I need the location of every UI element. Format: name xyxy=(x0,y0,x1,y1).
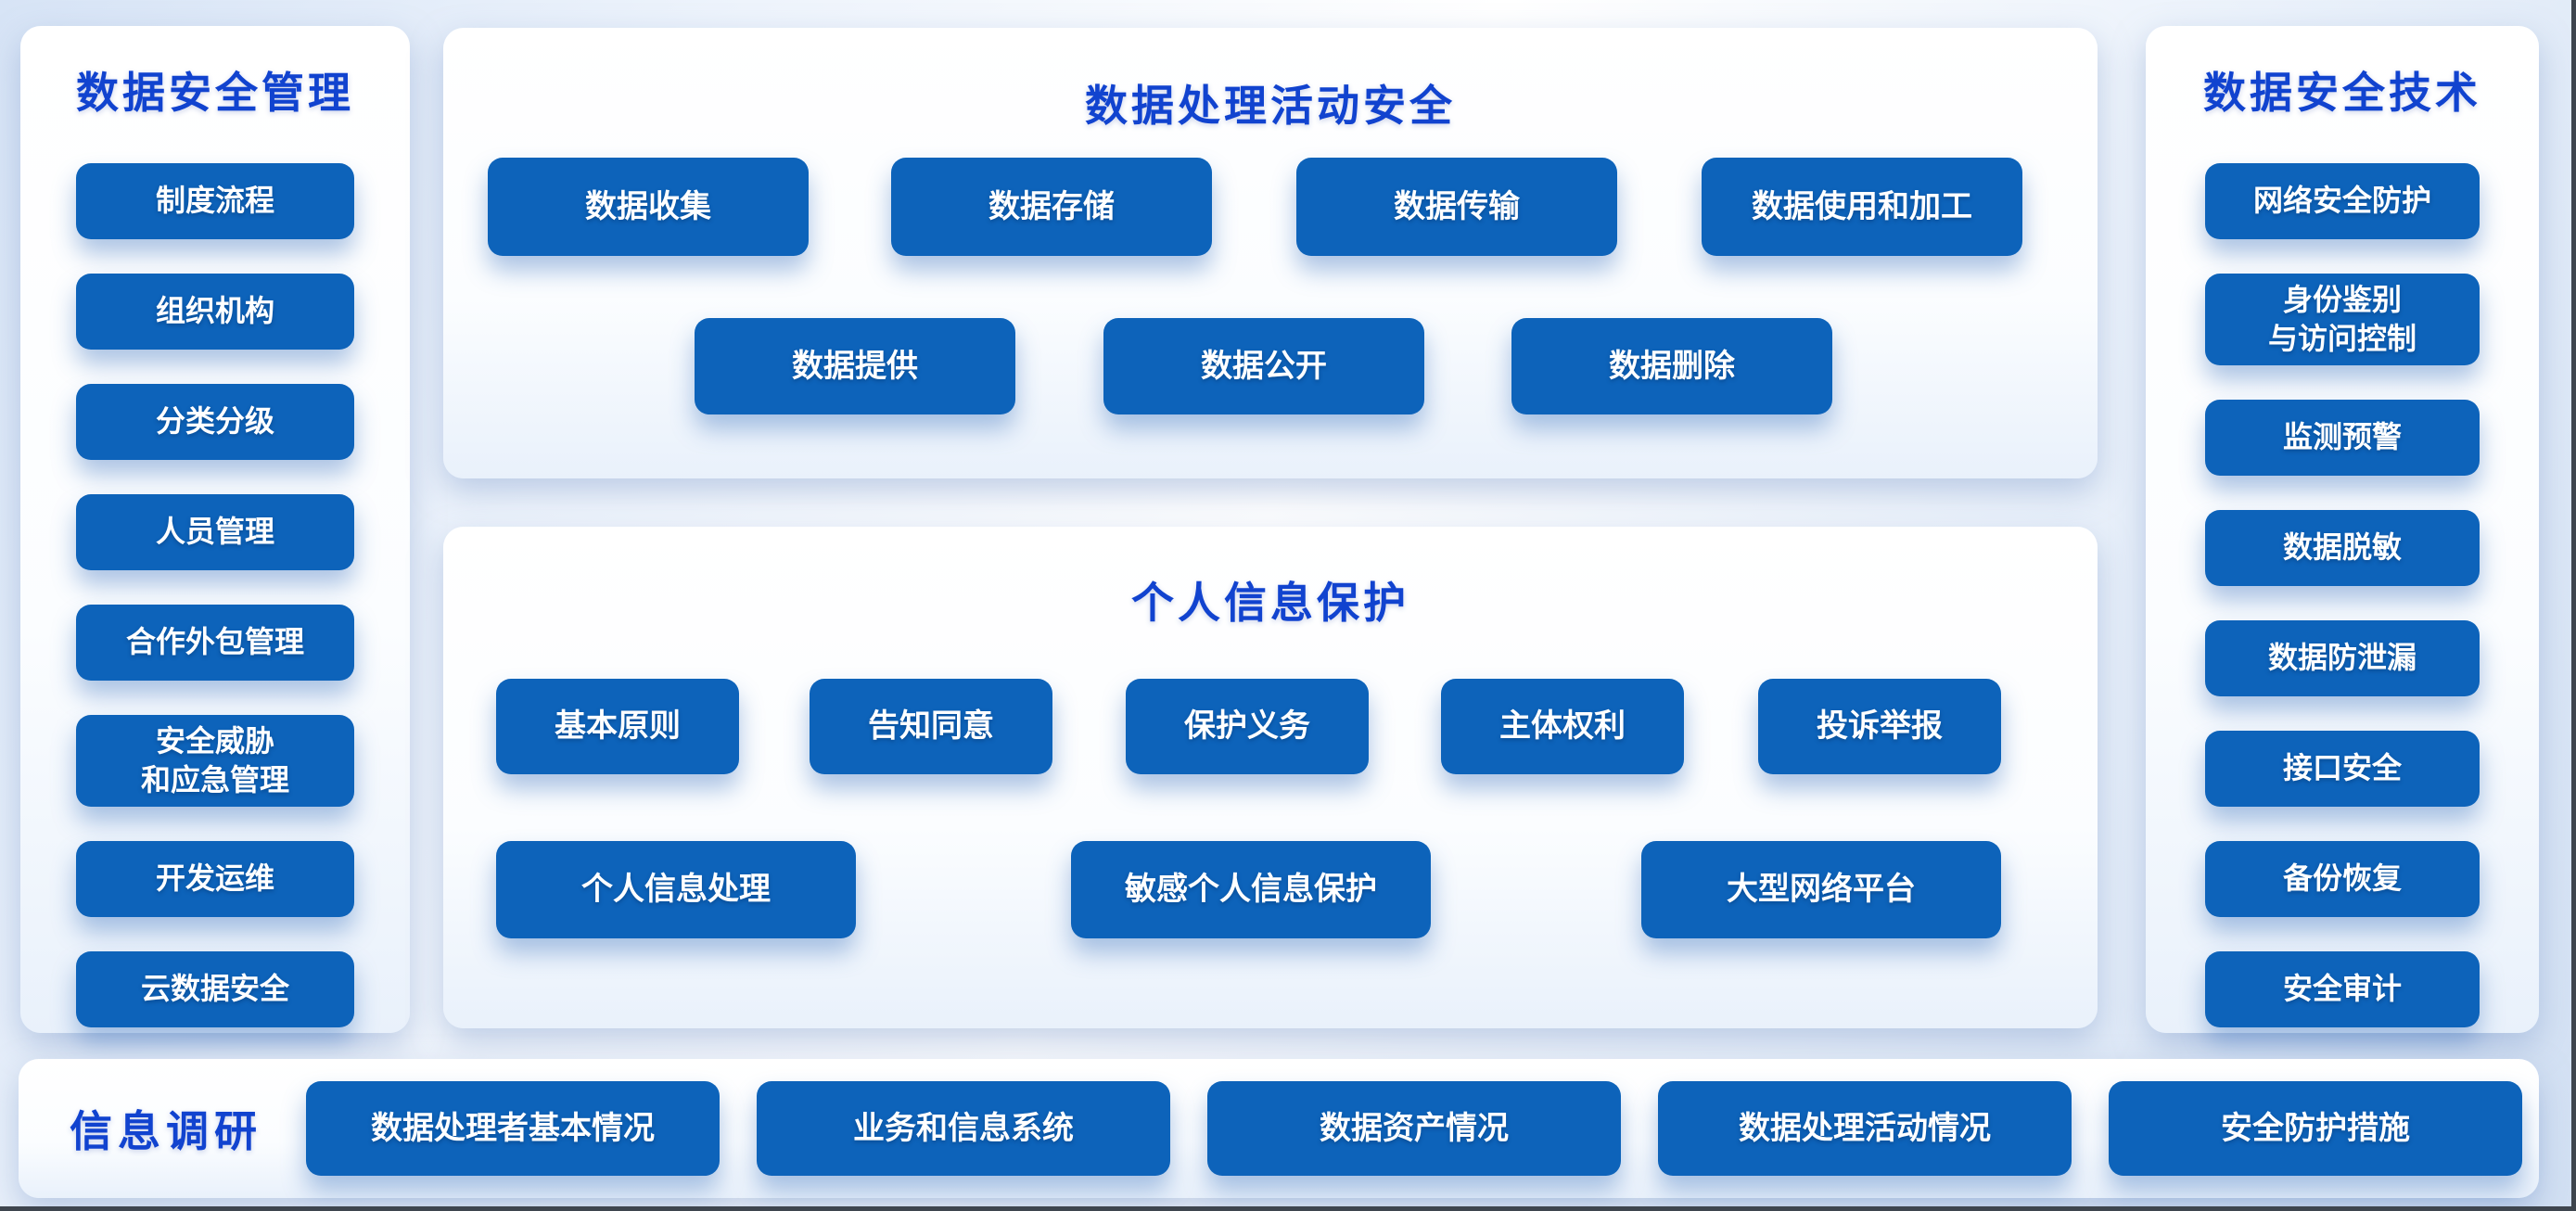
button-cloud-data-security[interactable]: 云数据安全 xyxy=(76,951,354,1028)
button-subject-rights[interactable]: 主体权利 xyxy=(1441,679,1684,774)
panel-title-data-security-management: 数据安全管理 xyxy=(76,69,354,117)
button-business-info-systems[interactable]: 业务和信息系统 xyxy=(757,1081,1170,1176)
button-basic-principles[interactable]: 基本原则 xyxy=(496,679,739,774)
button-data-asset-status[interactable]: 数据资产情况 xyxy=(1207,1081,1621,1176)
button-data-use-processing[interactable]: 数据使用和加工 xyxy=(1702,158,2022,256)
panel-personal-information-protection: 个人信息保护 基本原则 告知同意 保护义务 主体权利 投诉举报 个人信息处理 敏… xyxy=(443,527,2098,1028)
button-data-storage[interactable]: 数据存储 xyxy=(891,158,1212,256)
button-data-leak-prevention[interactable]: 数据防泄漏 xyxy=(2205,620,2480,697)
button-network-security-protection[interactable]: 网络安全防护 xyxy=(2205,163,2480,239)
button-interface-security[interactable]: 接口安全 xyxy=(2205,731,2480,808)
window-edge-right xyxy=(2571,0,2576,1211)
button-data-masking[interactable]: 数据脱敏 xyxy=(2205,510,2480,587)
button-personnel-management[interactable]: 人员管理 xyxy=(76,494,354,570)
button-security-protection-measures[interactable]: 安全防护措施 xyxy=(2109,1081,2522,1176)
panel-data-processing-activity-security: 数据处理活动安全 数据收集 数据存储 数据传输 数据使用和加工 数据提供 数据公… xyxy=(443,28,2098,478)
button-data-processing-activity-status[interactable]: 数据处理活动情况 xyxy=(1658,1081,2072,1176)
panel-title-data-processing-activity-security: 数据处理活动安全 xyxy=(1085,82,1456,130)
button-large-network-platform[interactable]: 大型网络平台 xyxy=(1641,841,2001,938)
button-personal-info-processing[interactable]: 个人信息处理 xyxy=(496,841,856,938)
panel-information-survey: 信息调研 数据处理者基本情况 业务和信息系统 数据资产情况 数据处理活动情况 安… xyxy=(19,1059,2539,1198)
button-data-processor-basic-info[interactable]: 数据处理者基本情况 xyxy=(306,1081,720,1176)
button-outsourcing-management[interactable]: 合作外包管理 xyxy=(76,605,354,681)
button-data-deletion[interactable]: 数据删除 xyxy=(1511,318,1832,414)
button-organization[interactable]: 组织机构 xyxy=(76,274,354,350)
button-data-provision[interactable]: 数据提供 xyxy=(695,318,1015,414)
panel-title-data-security-technology: 数据安全技术 xyxy=(2203,69,2481,117)
button-threat-emergency-management[interactable]: 安全威胁 和应急管理 xyxy=(76,715,354,808)
button-identity-access-control[interactable]: 身份鉴别 与访问控制 xyxy=(2205,274,2480,366)
panel-title-information-survey: 信息调研 xyxy=(70,1107,262,1155)
button-data-transmission[interactable]: 数据传输 xyxy=(1296,158,1617,256)
button-dev-ops[interactable]: 开发运维 xyxy=(76,841,354,918)
button-data-disclosure[interactable]: 数据公开 xyxy=(1103,318,1424,414)
button-data-collection[interactable]: 数据收集 xyxy=(488,158,809,256)
panel-data-security-management: 数据安全管理 制度流程 组织机构 分类分级 人员管理 合作外包管理 安全威胁 和… xyxy=(20,26,410,1033)
window-edge-bottom xyxy=(0,1206,2576,1211)
button-backup-recovery[interactable]: 备份恢复 xyxy=(2205,841,2480,918)
button-protection-obligations[interactable]: 保护义务 xyxy=(1126,679,1369,774)
button-monitoring-warning[interactable]: 监测预警 xyxy=(2205,400,2480,477)
button-classification-grading[interactable]: 分类分级 xyxy=(76,384,354,460)
panel-data-security-technology: 数据安全技术 网络安全防护 身份鉴别 与访问控制 监测预警 数据脱敏 数据防泄漏… xyxy=(2146,26,2539,1033)
panel-title-personal-information-protection: 个人信息保护 xyxy=(1131,579,1409,627)
button-security-audit[interactable]: 安全审计 xyxy=(2205,951,2480,1028)
button-complaint-report[interactable]: 投诉举报 xyxy=(1758,679,2001,774)
button-institution-process[interactable]: 制度流程 xyxy=(76,163,354,239)
button-notice-consent[interactable]: 告知同意 xyxy=(810,679,1052,774)
button-sensitive-personal-info-protection[interactable]: 敏感个人信息保护 xyxy=(1071,841,1431,938)
